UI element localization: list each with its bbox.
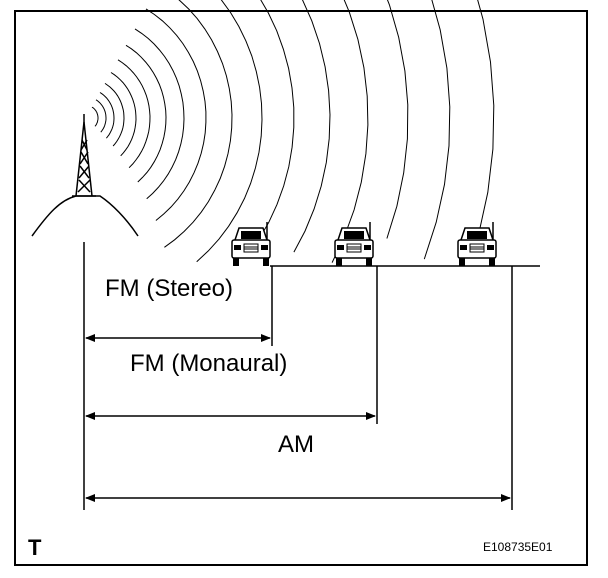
radio-wave-arc [95, 99, 107, 133]
radio-wave-arc [145, 8, 207, 221]
radio-waves [91, 0, 495, 263]
radio-wave-arc [134, 28, 185, 200]
fm-stereo-label: FM (Stereo) [105, 275, 234, 302]
radio-wave-arc [91, 106, 99, 127]
radio-wave-arc [386, 0, 409, 239]
figure-corner-letter: T [28, 535, 42, 560]
broadcast-tower-icon [72, 114, 96, 197]
car-icon [334, 222, 374, 266]
radio-wave-arc [196, 0, 263, 263]
figure-code: E108735E01 [483, 540, 553, 554]
radio-wave-arc [164, 0, 233, 248]
radio-wave-arc [117, 59, 151, 169]
radio-wave-arc [477, 0, 495, 236]
fm-monaural-label: FM (Monaural) [130, 350, 288, 377]
am-label: AM [278, 431, 314, 458]
radio-wave-arc [125, 44, 167, 183]
radio-wave-arc [423, 0, 451, 260]
hill-outline [31, 195, 139, 237]
radio-wave-arc [247, 0, 295, 256]
radio-wave-arc [110, 72, 137, 157]
radio-wave-arc [331, 0, 369, 263]
car-icon [457, 222, 497, 266]
radio-wave-arc [104, 82, 125, 147]
radio-wave-arc [99, 92, 115, 139]
car-icon [231, 222, 271, 266]
radio-wave-arc [293, 0, 331, 253]
